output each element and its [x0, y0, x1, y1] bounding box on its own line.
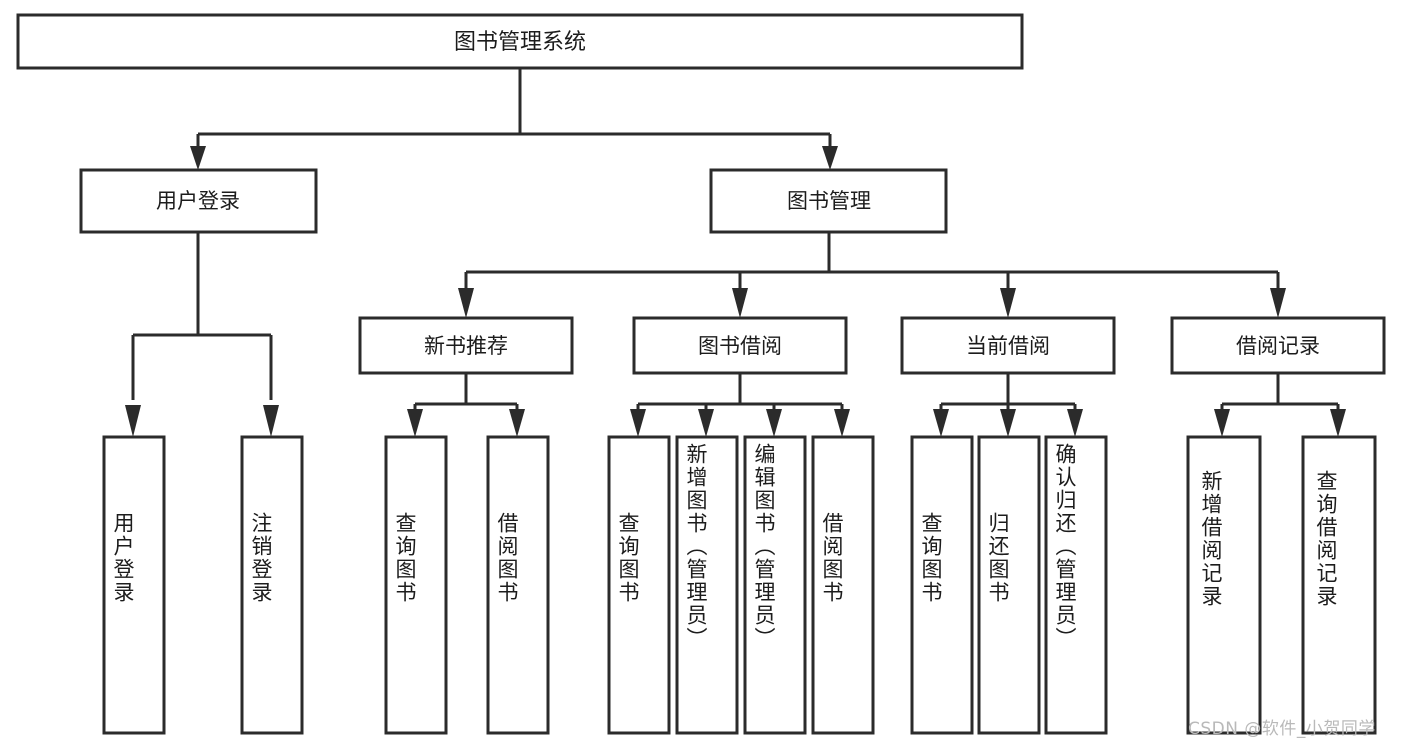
node-book-borrow[interactable]: 图书借阅 — [632, 316, 848, 375]
arrow-head-icon — [933, 409, 949, 437]
leaf-box-user-login[interactable] — [102, 435, 166, 735]
node-book-manage[interactable]: 图书管理 — [709, 168, 948, 234]
arrow-head-icon — [766, 409, 782, 437]
root-label: 图书管理系统 — [454, 30, 586, 55]
arrow-head-icon — [1000, 288, 1016, 318]
book-borrow-label: 图书借阅 — [698, 334, 782, 358]
user-login-box — [79, 168, 318, 234]
leaf-box-borrow-book-2[interactable] — [811, 435, 875, 735]
arrow-head-icon — [630, 409, 646, 437]
arrow-head-icon — [1067, 409, 1083, 437]
new-book-recommend-label: 新书推荐 — [424, 334, 508, 358]
arrow-head-icon — [834, 409, 850, 437]
leaf-box-query-book-3[interactable] — [910, 435, 974, 735]
leaf-box-query-book-1[interactable] — [384, 435, 448, 735]
leaf-box-borrow-book-1[interactable] — [486, 435, 550, 735]
arrow-head-icon — [1330, 409, 1346, 437]
borrow-record-label: 借阅记录 — [1236, 334, 1320, 358]
connector-bookborrow-to-leaves — [630, 373, 850, 437]
arrow-head-icon — [1270, 288, 1286, 318]
arrow-head-icon — [190, 146, 206, 170]
arrow-head-icon — [732, 288, 748, 318]
arrow-head-icon — [1214, 409, 1230, 437]
node-new-book-recommend[interactable]: 新书推荐 — [358, 316, 574, 375]
arrow-head-icon — [698, 409, 714, 437]
user-login-label: 用户登录 — [156, 189, 240, 213]
leaf-box-logout[interactable] — [240, 435, 304, 735]
node-root[interactable]: 图书管理系统 — [16, 13, 1024, 70]
connector-borrowrecord-to-leaves — [1214, 373, 1346, 437]
current-borrow-label: 当前借阅 — [966, 334, 1050, 358]
node-current-borrow[interactable]: 当前借阅 — [900, 316, 1116, 375]
arrow-head-icon — [458, 288, 474, 318]
arrow-head-icon — [509, 409, 525, 437]
watermark-label: CSDN @软件_小贺同学 — [1188, 719, 1376, 739]
arrow-head-icon — [407, 409, 423, 437]
leaf-box-query-book-2[interactable] — [607, 435, 671, 735]
connector-userlogin-to-leaves — [125, 232, 279, 437]
book-manage-label: 图书管理 — [787, 189, 871, 213]
arrow-head-icon — [263, 405, 279, 437]
arrow-head-icon — [125, 405, 141, 437]
leaf-box-add-record[interactable] — [1186, 435, 1262, 735]
connector-currentborrow-to-leaves — [933, 373, 1083, 437]
node-user-login[interactable]: 用户登录 — [79, 168, 318, 234]
root-box — [16, 13, 1024, 70]
arrow-head-icon — [1000, 409, 1016, 437]
current-borrow-box — [900, 316, 1116, 375]
arrow-head-icon — [822, 146, 838, 170]
leaf-box-return-book[interactable] — [977, 435, 1041, 735]
node-borrow-record[interactable]: 借阅记录 — [1170, 316, 1386, 375]
connector-newbook-to-leaves — [407, 373, 525, 437]
leaf-box-add-book[interactable] — [675, 435, 739, 735]
new-book-recommend-box — [358, 316, 574, 375]
connector-bookmanage-to-level3 — [458, 232, 1286, 318]
leaf-box-confirm-return[interactable] — [1044, 435, 1108, 735]
leaf-box-query-record[interactable] — [1301, 435, 1377, 735]
leaf-box-edit-book[interactable] — [743, 435, 807, 735]
connector-root-to-level2 — [190, 68, 838, 170]
